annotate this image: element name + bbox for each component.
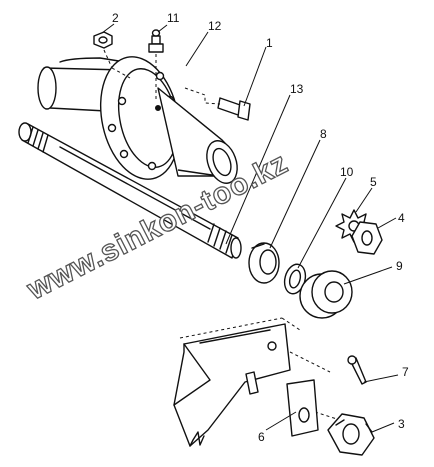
leader-lines [101, 23, 399, 433]
callout-8: 8 [320, 127, 327, 141]
grease-nipple [148, 29, 164, 100]
callout-7: 7 [402, 365, 409, 379]
callout-labels: 1 2 3 4 5 6 7 8 9 10 11 12 13 [112, 11, 409, 444]
castle-nut-large [327, 413, 375, 456]
callout-6: 6 [258, 430, 265, 444]
callout-11: 11 [167, 11, 180, 25]
axle-shaft [18, 122, 242, 259]
plate [286, 379, 319, 437]
cotter-pin [347, 355, 367, 385]
castle-nut-small [351, 221, 383, 255]
callout-13: 13 [290, 82, 304, 96]
callout-2: 2 [112, 11, 119, 25]
callout-9: 9 [396, 259, 403, 273]
callout-3: 3 [398, 417, 405, 431]
callout-4: 4 [398, 211, 405, 225]
callout-10: 10 [340, 165, 354, 179]
bearing [248, 242, 280, 284]
callout-1: 1 [266, 36, 273, 50]
frame-bracket [173, 317, 341, 447]
callout-5: 5 [370, 175, 377, 189]
callout-12: 12 [208, 19, 222, 33]
bolt [184, 87, 251, 121]
roller [299, 270, 353, 319]
hub-housing [37, 56, 238, 184]
